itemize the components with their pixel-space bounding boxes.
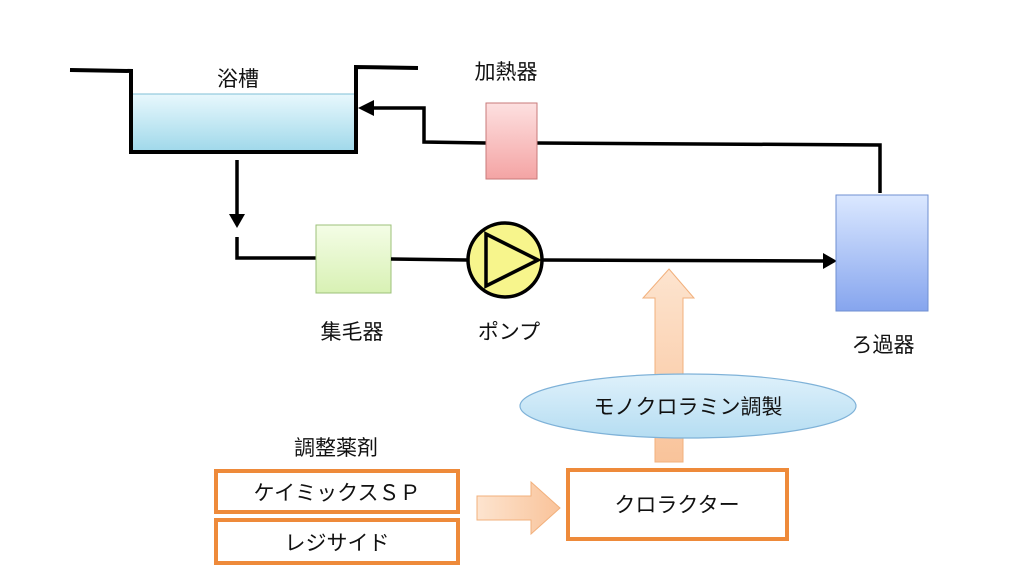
pump-triangle-icon: [484, 231, 542, 289]
pump: ポンプ: [466, 221, 544, 344]
filter-box: [835, 194, 929, 312]
chem1-label: ケイミックスＳＰ: [254, 481, 421, 505]
chlorector-label: クロラクター: [614, 493, 739, 517]
heater: 加熱器: [475, 60, 538, 180]
arrow-head-icon: [229, 214, 245, 228]
adjust-chemicals: 調整薬剤 ケイミックスＳＰ レジサイド: [214, 436, 460, 565]
filter: ろ過器: [835, 194, 929, 357]
hair-catcher-label: 集毛器: [321, 320, 384, 344]
bath: 浴槽: [69, 64, 419, 154]
monochloramine-ellipse: モノクロラミン調製: [519, 373, 857, 439]
chem2-box: [214, 518, 460, 565]
heater-box: [485, 102, 538, 180]
hair-catcher-box: [315, 224, 392, 294]
pipe-pump-to-filter: [541, 253, 837, 269]
bath-wall-line: [69, 64, 419, 154]
chem1-box: [214, 469, 460, 514]
feed-arrow: [476, 480, 561, 536]
heater-label: 加熱器: [475, 60, 538, 84]
arrow-head-icon: [358, 100, 374, 116]
chlorector: クロラクター: [566, 468, 789, 541]
bath-label: 浴槽: [217, 67, 259, 91]
monochloramine-label: モノクロラミン調製: [594, 395, 783, 419]
chem2-label: レジサイド: [285, 531, 390, 555]
bath-water: [130, 93, 357, 153]
arrow-head-icon: [823, 253, 837, 269]
outlet-pipe: [229, 160, 316, 260]
pipe-hair-to-pump: [390, 257, 468, 262]
hair-catcher: 集毛器: [315, 224, 392, 344]
chlorector-box: [566, 468, 789, 541]
adjust-chem-label: 調整薬剤: [294, 436, 378, 460]
filter-label: ろ過器: [852, 333, 915, 357]
return-pipe: [358, 100, 882, 193]
pump-label: ポンプ: [478, 320, 540, 344]
